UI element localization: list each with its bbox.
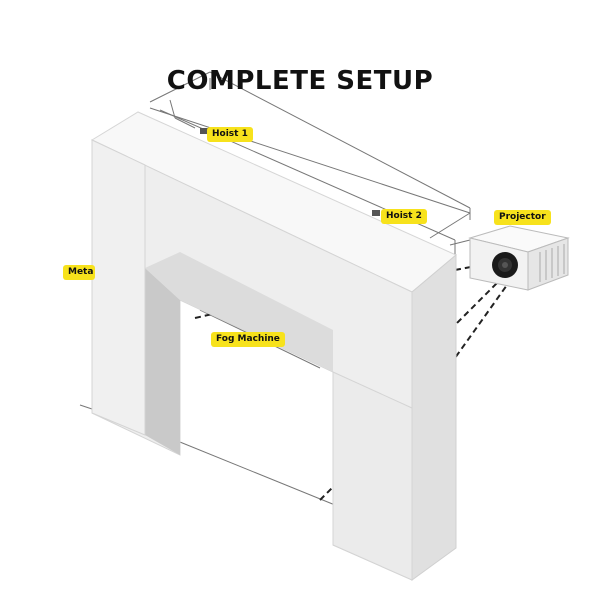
label-hoist-2: Hoist 2 <box>381 209 427 224</box>
label-metal: Meta <box>63 265 96 280</box>
right-leg-face <box>332 371 413 581</box>
label-fog-machine: Fog Machine <box>211 332 285 347</box>
label-hoist-1: Hoist 1 <box>207 127 253 142</box>
projector-icon <box>468 225 570 291</box>
page-title: COMPLETE SETUP <box>166 66 434 96</box>
left-leg-face <box>91 139 146 436</box>
hoist-icon <box>200 128 380 216</box>
opening-left-wall <box>145 268 180 455</box>
frame-side-face <box>411 253 457 581</box>
label-projector: Projector <box>494 210 551 225</box>
opening-ceiling <box>145 252 333 372</box>
